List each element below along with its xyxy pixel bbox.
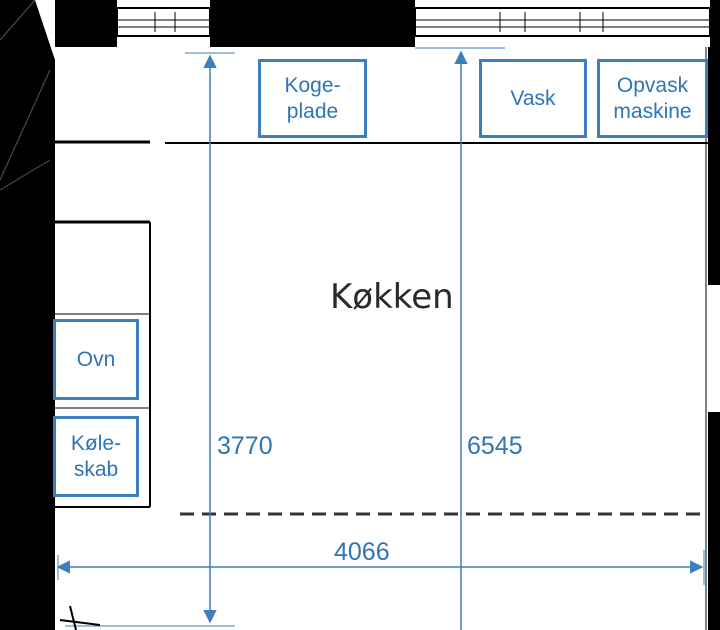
left-wall-hatch (0, 69, 51, 181)
koleskab-box: Køle- skab (53, 416, 139, 497)
vask-label: Vask (510, 86, 556, 110)
left-wall-hatch (0, 0, 36, 41)
dimension-label-4066: 4066 (334, 538, 390, 566)
right-wall-segment (708, 412, 720, 630)
dimension-label-6545: 6545 (467, 432, 523, 460)
corner-mark (69, 605, 77, 630)
koleskab-label: Køle- skab (70, 431, 122, 481)
room-label: Køkken (330, 277, 454, 317)
window (116, 7, 211, 37)
ovn-label: Ovn (76, 347, 116, 371)
ovn-box: Ovn (53, 319, 139, 400)
top-wall-segment (210, 0, 415, 47)
corner-mark (59, 619, 101, 626)
opvaskemaskine-box: Opvask maskine (597, 59, 708, 138)
top-wall-segment (710, 0, 720, 47)
dimension-label-3770: 3770 (217, 432, 273, 460)
kogeplade-label: Koge- plade (284, 73, 341, 123)
left-wall (0, 0, 55, 630)
opvaskemaskine-label: Opvask maskine (613, 73, 692, 123)
top-wall-segment (55, 0, 117, 47)
left-wall-hatch (0, 159, 51, 191)
window (414, 7, 711, 37)
kogeplade-box: Koge- plade (258, 59, 367, 138)
right-wall-segment (708, 47, 720, 285)
vask-box: Vask (479, 59, 587, 138)
